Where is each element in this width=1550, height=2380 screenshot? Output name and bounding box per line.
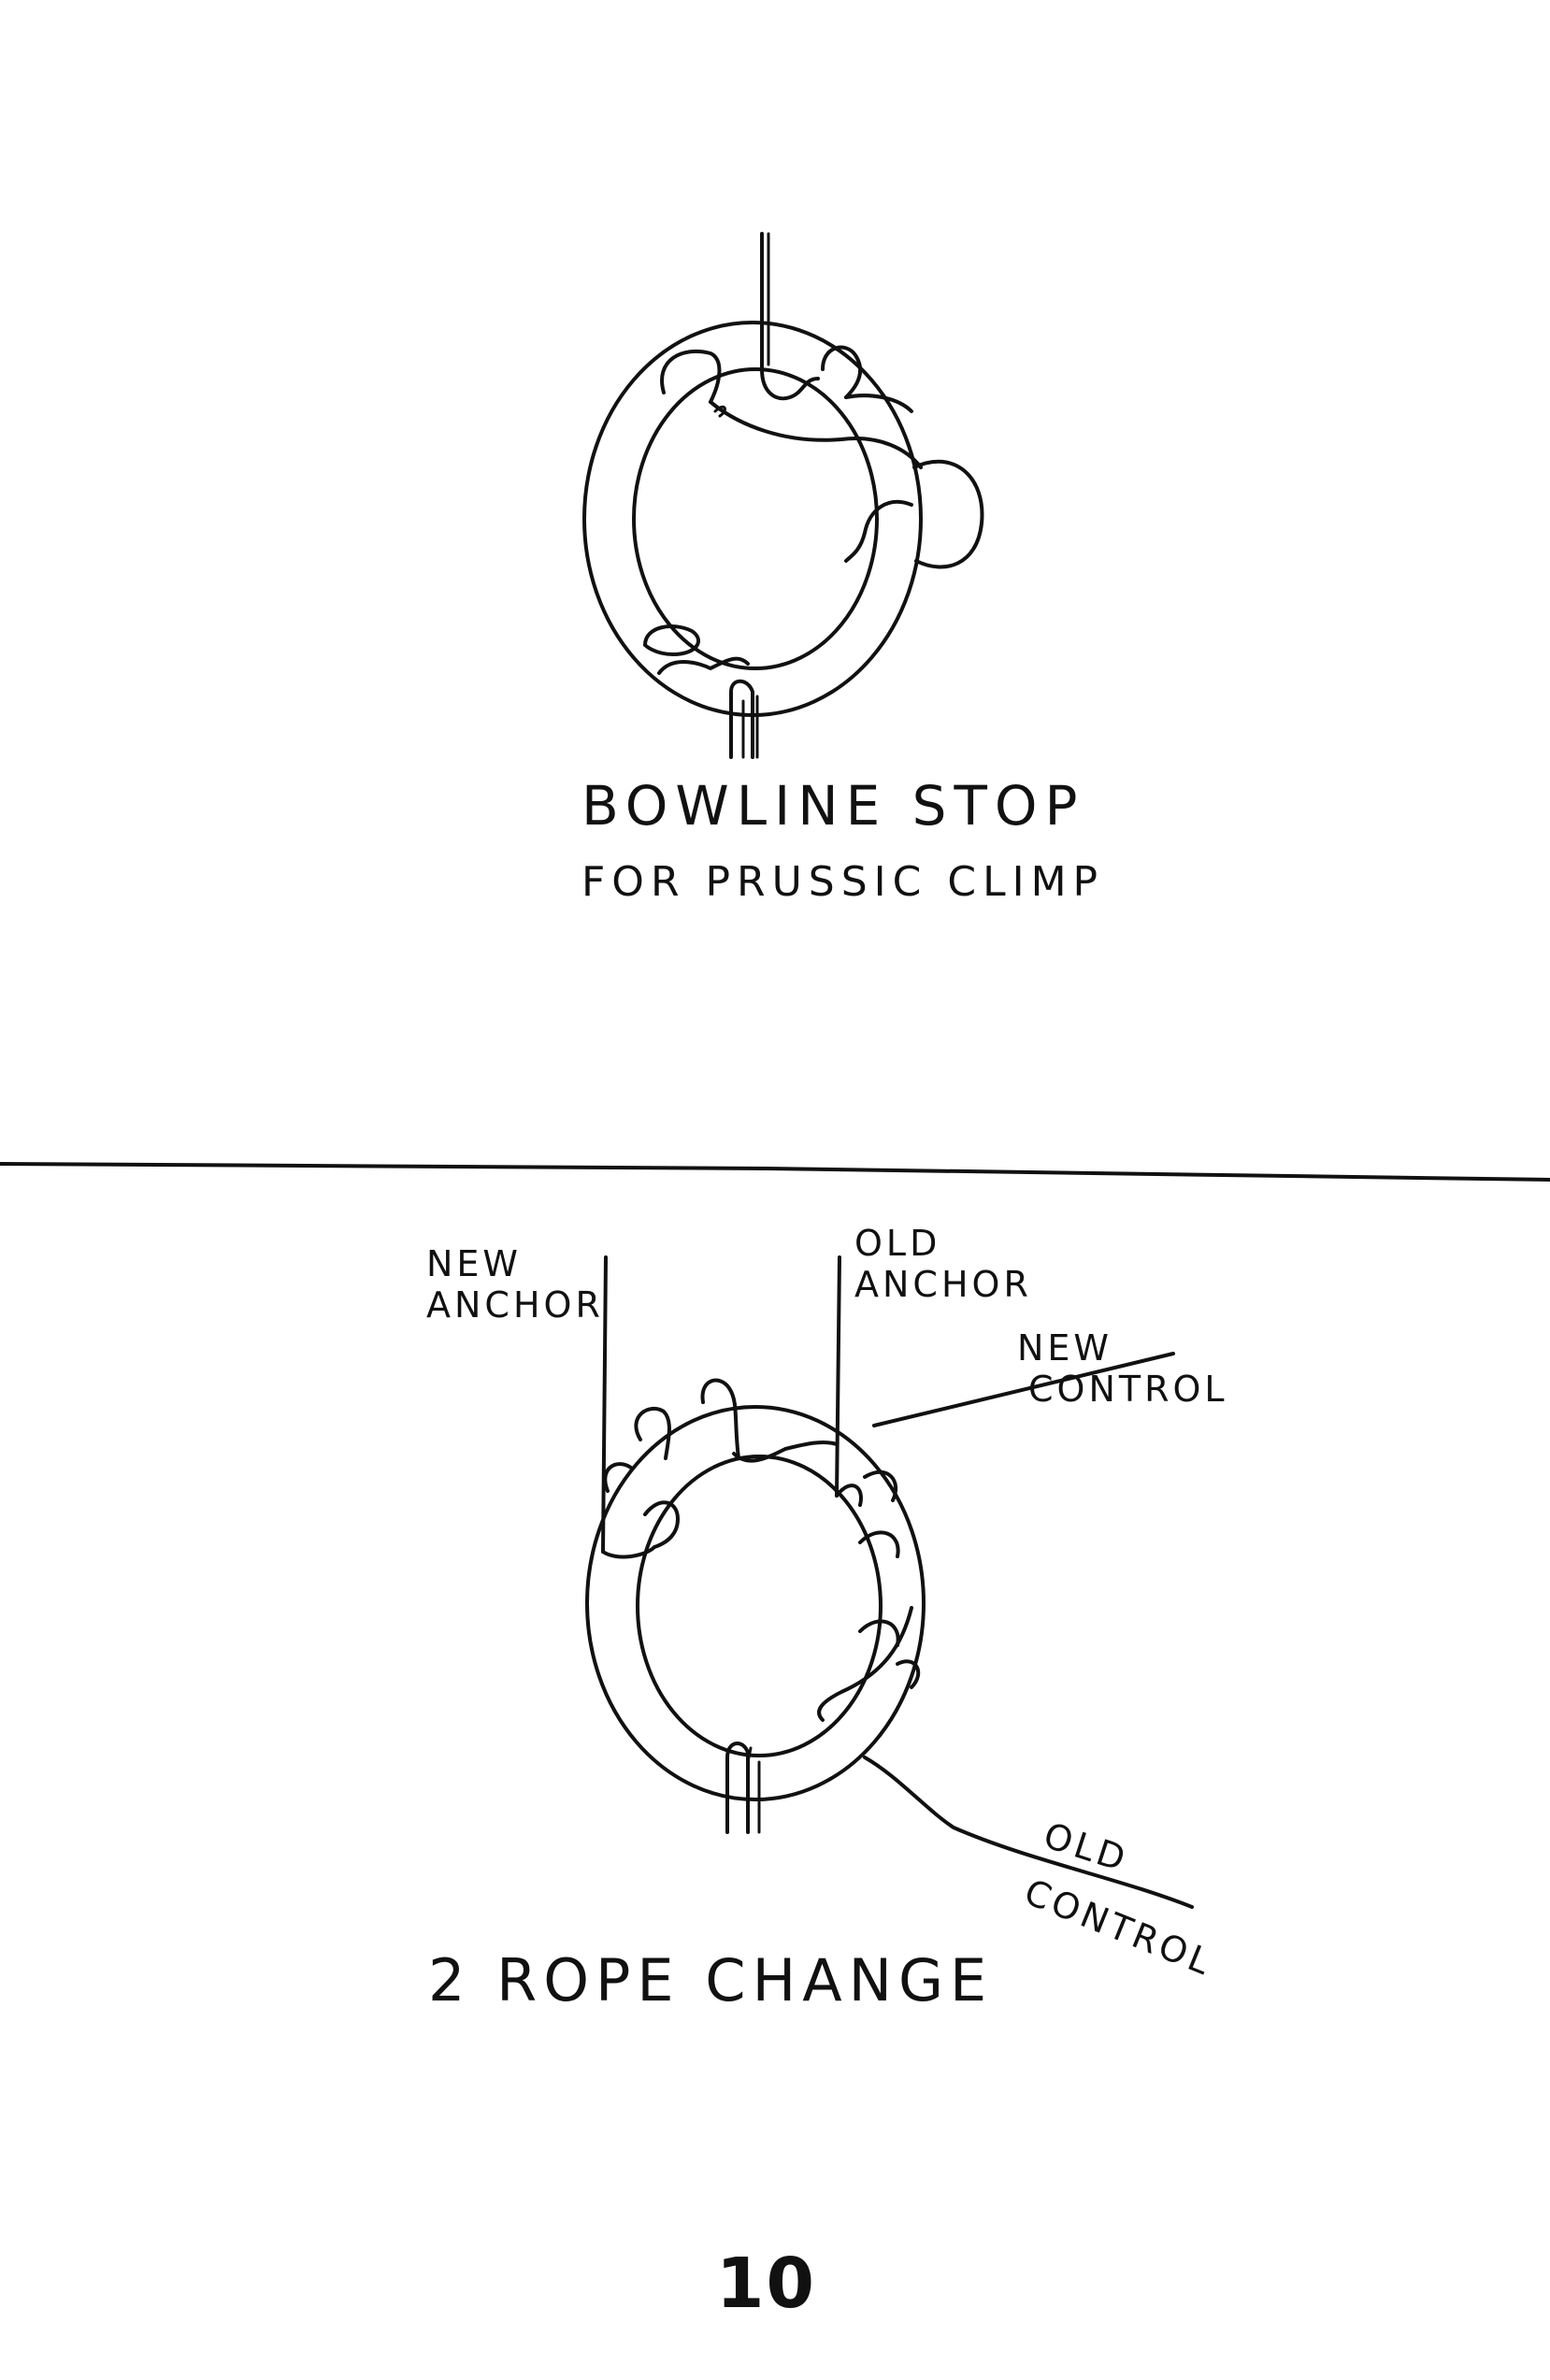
label-new-control-line2: CONTROL	[1028, 1369, 1228, 1410]
caption-for-prussic-climp: FOR PRUSSIC CLIMP	[581, 858, 1105, 906]
old-control-rope	[863, 1756, 1194, 1909]
new-anchor-rope	[601, 1255, 608, 1554]
wrap-left-1	[634, 1406, 671, 1460]
rope-bottom	[729, 679, 754, 759]
page-number: 10	[716, 2244, 816, 2324]
section-divider	[0, 1162, 1550, 1182]
ring-inner	[632, 367, 879, 670]
old-anchor-rope	[835, 1255, 841, 1498]
wrap-top	[700, 1378, 740, 1460]
ring-inner-2	[636, 1455, 883, 1757]
wrap-left-3	[643, 1500, 680, 1549]
label-new-anchor-line2: ANCHOR	[426, 1284, 604, 1326]
label-new-anchor: NEW ANCHOR	[426, 1243, 604, 1326]
label-old-anchor-line1: OLD	[854, 1223, 941, 1264]
caption-2-rope-change: 2 ROPE CHANGE	[428, 1946, 994, 2014]
ring-outer-2	[585, 1405, 926, 1801]
label-old-control: OLD CONTROL	[1019, 1814, 1227, 1984]
rope-change-diagram	[585, 1255, 1194, 1909]
label-new-control: NEW CONTROL	[1017, 1327, 1228, 1410]
caption-bowline-stop: BOWLINE STOP	[581, 774, 1085, 838]
wrap-right-2	[863, 1470, 898, 1502]
label-old-anchor: OLD ANCHOR	[854, 1223, 1032, 1305]
knot-wrap-right	[821, 345, 863, 399]
rope-bottom-2	[725, 1742, 750, 1834]
wrap-right-5	[896, 1659, 921, 1689]
lower-wrap	[643, 624, 700, 656]
bowline-stop-diagram	[582, 232, 984, 759]
new-control-rope	[872, 1352, 1175, 1427]
wrap-left-2	[603, 1462, 633, 1493]
label-new-control-line1: NEW	[1017, 1327, 1113, 1369]
bowline-loop	[912, 459, 984, 569]
label-old-anchor-line2: ANCHOR	[854, 1264, 1032, 1305]
rope-top	[760, 232, 820, 401]
rope-crossing	[709, 400, 923, 469]
label-new-anchor-line1: NEW	[426, 1243, 523, 1284]
knot-wrap-left	[660, 349, 722, 404]
wrap-right-1	[835, 1484, 863, 1507]
wrap-right-3	[858, 1530, 900, 1558]
